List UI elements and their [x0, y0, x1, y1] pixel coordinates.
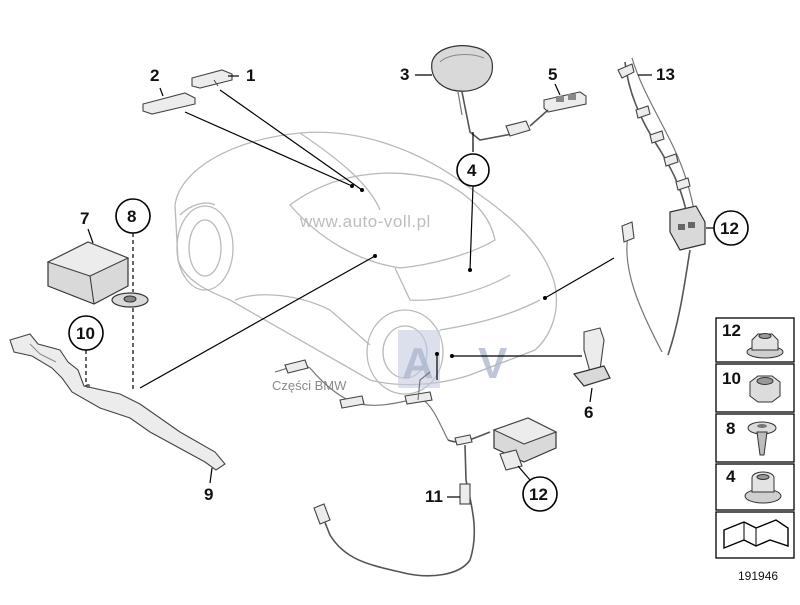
callout-5: 5: [548, 65, 557, 84]
flange-nut-icon: [746, 333, 784, 359]
legend-label-8: 8: [726, 419, 735, 438]
part-9-bracket: [9, 333, 226, 471]
watermark: www.auto-voll.pl A V Części BMW: [272, 212, 508, 393]
callout-ring-12b: [522, 476, 558, 512]
watermark-shop: Części BMW: [272, 378, 347, 393]
callout-3: 3: [400, 65, 409, 84]
callout-1: 1: [246, 66, 255, 85]
legend-label-10: 10: [722, 369, 741, 388]
part-13-harness: [617, 57, 706, 356]
callout-11: 11: [425, 487, 443, 506]
hardware-legend: 12 10 8 4 191946: [715, 317, 795, 583]
callout-13: 13: [656, 65, 675, 84]
part-12-module: [492, 417, 558, 471]
legend-label-4: 4: [726, 467, 736, 486]
part-1-sensor: [191, 69, 233, 89]
diagram-number: 191946: [738, 569, 778, 583]
watermark-logo-v: V: [478, 339, 508, 388]
callout-8: 8: [127, 207, 136, 226]
watermark-url: www.auto-voll.pl: [299, 212, 431, 231]
hex-nut-icon: [749, 375, 781, 403]
callout-ring-12a: [713, 210, 749, 246]
callout-9: 9: [204, 485, 213, 504]
callout-10: 10: [76, 324, 95, 343]
grommet-icon: [744, 471, 782, 504]
part-3-antenna: [431, 45, 513, 141]
callout-2: 2: [150, 66, 159, 85]
watermark-logo-block: [398, 330, 440, 388]
callout-4: 4: [467, 161, 477, 180]
watermark-logo-a: A: [402, 339, 434, 388]
screw-icon: [747, 421, 777, 456]
callout-7: 7: [80, 209, 89, 228]
legend-box-8: [715, 413, 795, 463]
part-2-cover: [142, 92, 196, 115]
part-6-sensor: [572, 327, 611, 387]
legend-label-12: 12: [722, 321, 741, 340]
callout-12a: 12: [720, 219, 739, 238]
part-7-control-unit: [46, 241, 130, 305]
callout-6: 6: [584, 403, 593, 422]
part-11-harness: [274, 359, 491, 577]
arrow-symbol-icon: [723, 519, 789, 550]
part-5-connector: [505, 91, 587, 137]
callout-12b: 12: [529, 485, 548, 504]
